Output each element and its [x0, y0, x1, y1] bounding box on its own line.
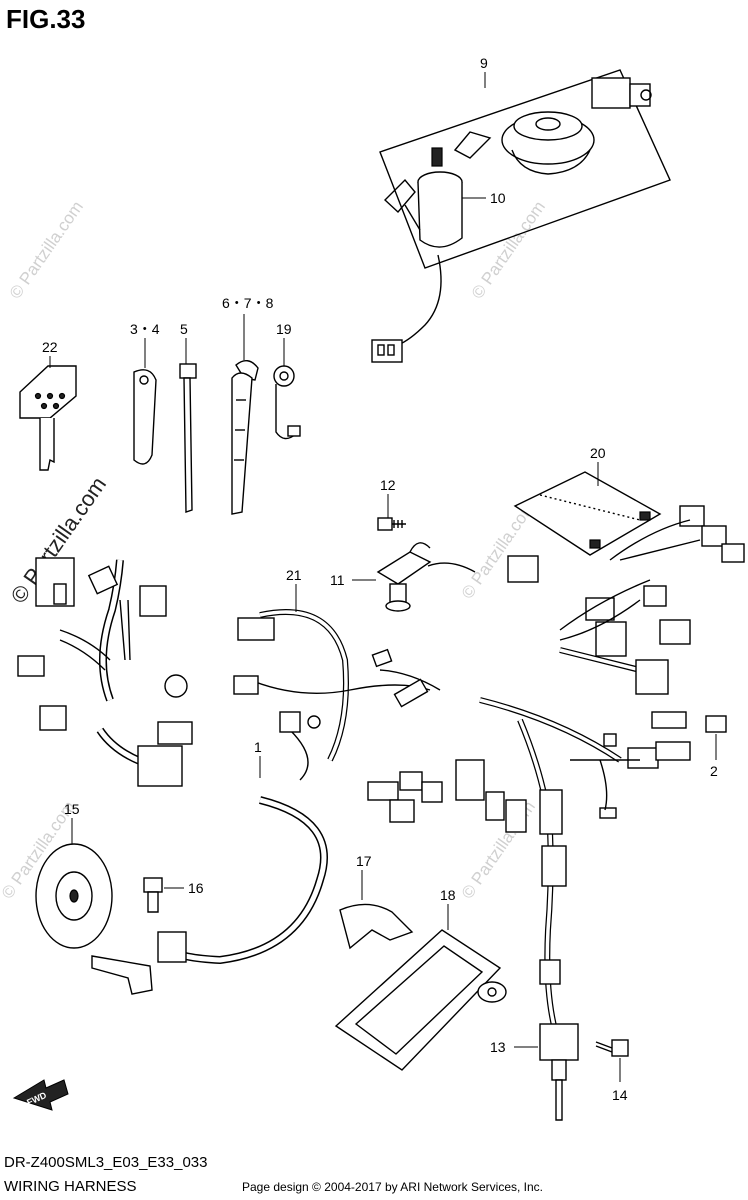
callout-16: 16	[188, 880, 204, 896]
bolt-16	[143, 877, 163, 913]
callout-10: 10	[490, 190, 506, 206]
callout-15: 15	[64, 801, 80, 817]
clamp-19	[273, 365, 301, 440]
cover-17	[339, 903, 414, 950]
copyright-notice: Page design © 2004-2017 by ARI Network S…	[242, 1180, 544, 1194]
callout-12: 12	[380, 477, 396, 493]
callout-22: 22	[42, 339, 58, 355]
tie-clamp-6-7-8	[231, 360, 259, 515]
model-code: DR-Z400SML3_E03_E33_033	[4, 1154, 208, 1171]
clamp-3-4	[133, 369, 157, 465]
callout-11: 11	[330, 572, 345, 588]
callout-2: 2	[710, 763, 718, 779]
horn	[35, 843, 153, 995]
sensor-11	[376, 542, 476, 612]
ignition-switch-kit	[371, 69, 671, 363]
callout-9: 9	[480, 55, 488, 71]
label-sheet	[513, 471, 662, 556]
bracket-18	[334, 929, 507, 1071]
callout-18: 18	[440, 887, 456, 903]
callout-19: 19	[276, 321, 292, 337]
watermark: © Partzilla.com	[6, 198, 87, 303]
key	[19, 365, 77, 471]
callout-17: 17	[356, 853, 372, 869]
callout-5: 5	[180, 321, 188, 337]
bolt-12	[377, 517, 406, 531]
fwd-arrow-icon: FWD	[12, 1079, 69, 1111]
callout-13: 13	[490, 1039, 506, 1055]
callout-21: 21	[286, 567, 302, 583]
callout-20: 20	[590, 445, 606, 461]
switch-13	[539, 1023, 579, 1121]
cable-tie-5	[179, 363, 197, 513]
callout-14: 14	[612, 1087, 628, 1103]
bolt-14	[595, 1039, 629, 1057]
figure-title: FIG.33	[6, 4, 86, 34]
callout-1: 1	[254, 739, 262, 755]
watermark: © Partzilla.com	[468, 198, 549, 303]
callout-3-4: 3・4	[130, 321, 160, 337]
diagram-name: WIRING HARNESS	[4, 1178, 137, 1195]
main-wiring-harness	[17, 505, 745, 1031]
callout-6-7-8: 6・7・8	[222, 295, 274, 311]
